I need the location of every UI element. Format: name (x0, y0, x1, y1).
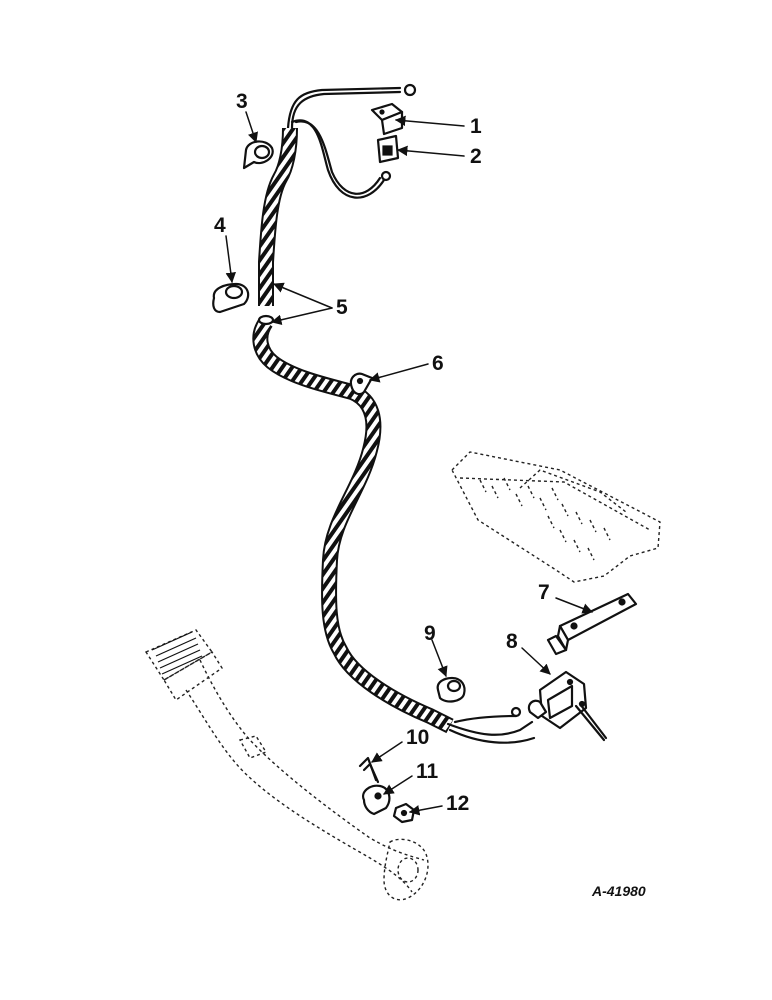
part-10-pin (358, 756, 380, 784)
part-6-clip (349, 372, 374, 396)
part-12-nut (392, 802, 416, 824)
callout-2: 2 (470, 145, 482, 168)
callout-12: 12 (446, 792, 469, 815)
part-3-clip (242, 140, 274, 170)
part-5-loom (252, 127, 454, 734)
part-9-grommet (436, 676, 466, 703)
callout-labels: 1 2 3 4 5 6 7 8 9 10 11 12 (214, 90, 550, 815)
callout-9: 9 (424, 622, 436, 645)
part-11-clip (362, 784, 391, 816)
callout-6: 6 (432, 352, 444, 375)
part-1-bracket (370, 102, 404, 136)
figure-id-label: A-41980 (591, 883, 646, 899)
callout-4: 4 (214, 214, 226, 237)
callout-11: 11 (416, 760, 439, 783)
part-8-switch (527, 670, 608, 742)
callout-3: 3 (236, 90, 248, 113)
leader-lines (225, 111, 593, 816)
part-7-plate (546, 592, 638, 656)
lower-wire-leads (446, 706, 536, 744)
part-2-block (376, 134, 400, 164)
callout-10: 10 (406, 726, 429, 749)
callout-1: 1 (470, 115, 482, 138)
floor-platform (451, 451, 661, 583)
callout-7: 7 (538, 581, 550, 604)
part-4-clamp (212, 282, 250, 314)
callout-8: 8 (506, 630, 518, 653)
pedal-assembly (144, 629, 429, 901)
upper-wire-leads (286, 83, 417, 199)
callout-5: 5 (336, 296, 348, 319)
